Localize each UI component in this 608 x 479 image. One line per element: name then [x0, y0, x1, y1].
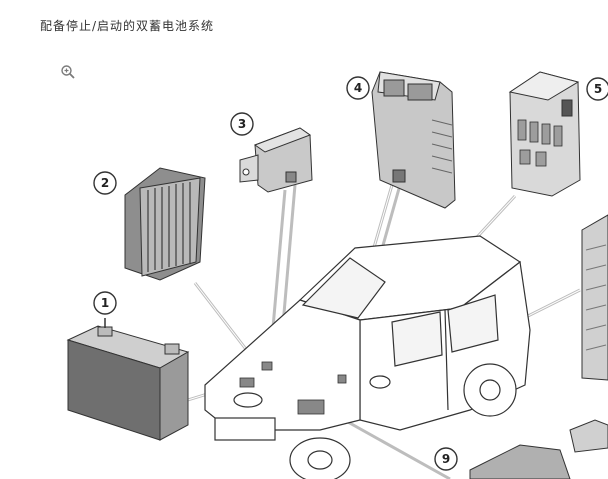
callout-9-label: 9	[442, 452, 450, 466]
callout-3-label: 3	[238, 117, 246, 131]
callout-9	[434, 447, 458, 471]
converter-part	[124, 167, 206, 281]
callout-1	[93, 291, 117, 315]
page-title: 配备停止/启动的双蓄电池系统	[40, 19, 215, 33]
callout-4	[346, 76, 370, 100]
vehicle-highlights	[239, 361, 347, 415]
callout-1-label: 1	[101, 296, 109, 310]
callout-2	[93, 171, 117, 195]
small-module-part	[239, 127, 313, 193]
lower-component-part	[469, 419, 608, 479]
callout-4-label: 4	[354, 81, 362, 95]
ecu-part	[371, 71, 456, 209]
callout-2-label: 2	[101, 176, 109, 190]
bcm-part	[508, 71, 581, 197]
fusebox-part	[581, 214, 608, 381]
zoom-in-icon[interactable]	[60, 64, 76, 80]
vehicle-outline	[204, 235, 531, 479]
callout-5	[586, 77, 608, 101]
callout-3	[230, 112, 254, 136]
callout-5-label: 5	[594, 82, 602, 96]
battery-part	[66, 318, 190, 441]
